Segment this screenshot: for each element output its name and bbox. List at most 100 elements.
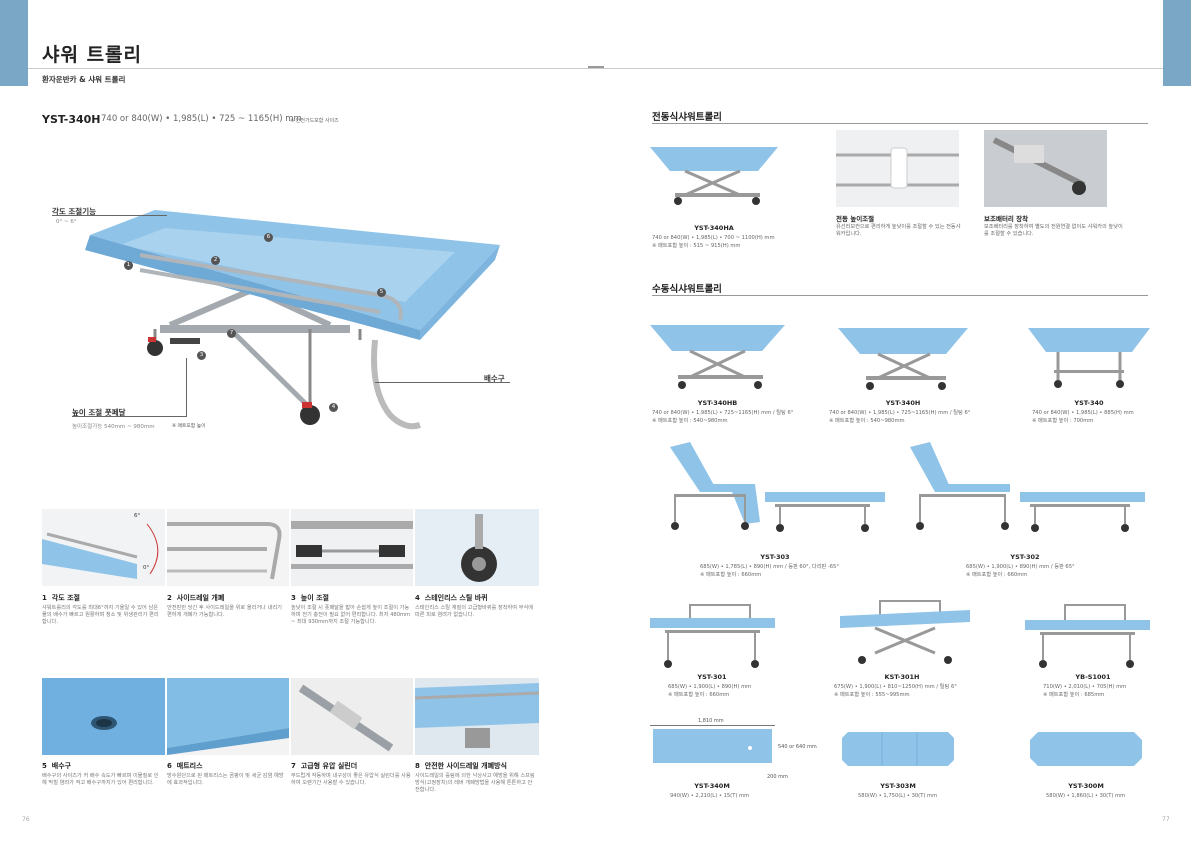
drain-label: 배수구 xyxy=(484,374,505,383)
yst-301-note: ※ 매트포함 높이 : 660mm xyxy=(668,692,730,698)
center-mark xyxy=(588,66,604,68)
yst-340h-model: YST-340H xyxy=(885,399,921,407)
feature-photo-cylinder xyxy=(291,678,413,755)
page-number-left: 76 xyxy=(22,816,30,823)
yst-340hb-note: ※ 매트포함 높이 : 540~980mm xyxy=(652,418,728,424)
yst-340m-dim-width: 540 or 640 mm xyxy=(778,744,817,750)
yst-302-spec: 685(W) • 1,900(L) • 890(H) mm / 등판 65° xyxy=(966,564,1075,570)
callout-4-bottom: 4 xyxy=(329,403,338,412)
callout-4-top: 1 xyxy=(124,261,133,270)
feature-1-desc: 샤워트롤리의 각도를 최대6°까지 기울일 수 있어 남은 물의 배수가 빠르고… xyxy=(42,605,159,626)
option-battery-title: 보조배터리 장착 xyxy=(984,215,1029,223)
feature-3-title: 3 높이 조절 xyxy=(291,594,329,602)
yst-340ha-note: ※ 매트포함 높이 : 515 ~ 915(H) mm xyxy=(652,243,741,249)
feature-7-desc: 부드럽게 작동하며 내구성이 좋은 유압식 실린더를 사용하여 오랜기간 사용할… xyxy=(291,773,411,787)
kst-301h-model: KST-301H xyxy=(884,673,920,681)
yst-301-image xyxy=(650,600,775,670)
main-model-spec-note: ※ 안전가드포함 사이즈 xyxy=(290,118,339,124)
yst-340ha-image xyxy=(650,135,778,210)
yst-340m-model: YST-340M xyxy=(694,782,730,790)
electric-heading-line xyxy=(652,123,1148,124)
feature-5-desc: 배수구의 사이즈가 커 배수 속도가 빠르며 이물질로 인해 막힐 염려가 적고… xyxy=(42,773,159,787)
drain-leader xyxy=(375,382,510,383)
yst-340m-dim-length: 1,810 mm xyxy=(698,718,724,724)
angle-leader xyxy=(52,215,167,216)
yst-340-image xyxy=(1028,320,1150,395)
yst-303m-spec: 580(W) • 1,750(L) • 30(T) mm xyxy=(858,793,938,799)
feature-6-desc: 방수원단으로 된 매트리스는 곰팡이 및 세균 감염 예방에 효과적입니다. xyxy=(167,773,284,787)
main-product-illustration xyxy=(60,190,500,440)
feature-photo-siderail xyxy=(167,509,289,586)
yst-340hb-image xyxy=(650,315,785,395)
angle-value: 0° ~ 6° xyxy=(56,219,77,225)
yst-340h-spec: 740 or 840(W) • 1,985(L) • 725~1165(H) m… xyxy=(829,410,971,416)
feature-photo-wheel xyxy=(415,509,539,586)
yst-340-spec: 740 or 840(W) • 1,985(L) • 885(H) mm xyxy=(1032,410,1134,416)
left-tab-marker xyxy=(0,0,28,86)
page-title: 샤워 트롤리 xyxy=(42,44,143,66)
feature-photo-drain xyxy=(42,678,165,755)
pedal-label: 높이 조절 풋페달 xyxy=(72,408,126,417)
yst-303m-image xyxy=(842,732,954,766)
dim-line-length xyxy=(650,725,775,726)
kst-301h-spec: 675(W) • 1,900(L) • 810~1250(H) mm / 틸팅 … xyxy=(834,684,957,690)
yst-303m-model: YST-303M xyxy=(880,782,916,790)
feature-photo-height xyxy=(291,509,413,586)
yst-340m-image xyxy=(650,726,775,766)
header-divider xyxy=(28,68,1163,69)
yst-340hb-model: YST-340HB xyxy=(697,399,738,407)
option-electric-title: 전동 높이조절 xyxy=(836,215,875,223)
yst-301-model: YST-301 xyxy=(697,673,727,681)
yst-302-image xyxy=(905,442,1145,534)
pedal-leader-vertical xyxy=(186,358,187,416)
yst-303-spec: 685(W) • 1,785(L) • 890(H) mm / 등판 60°, … xyxy=(700,564,839,570)
yb-s1001-spec: 710(W) • 2,010(L) • 705(H) mm xyxy=(1043,684,1127,690)
yst-340h-image xyxy=(838,320,968,395)
main-model-spec: 740 or 840(W) • 1,985(L) • 725 ~ 1165(H)… xyxy=(101,114,302,124)
main-model-name: YST-340H xyxy=(42,113,101,126)
feature-5-title: 5 배수구 xyxy=(42,762,72,770)
yst-340ha-model: YST-340HA xyxy=(694,224,734,232)
pedal-desc: 높이조절가능 540mm ~ 980mm xyxy=(72,424,155,430)
pedal-note: ※ 매트포함 높이 xyxy=(172,424,206,429)
yst-300m-model: YST-300M xyxy=(1068,782,1104,790)
feature-6-title: 6 매트리스 xyxy=(167,762,203,770)
feature-8-desc: 사이드레일의 흘림에 의한 낙상사고 예방을 위해 스프링방식(고정장치)의 레… xyxy=(415,773,535,794)
manual-heading-line xyxy=(652,295,1148,296)
battery-photo xyxy=(984,130,1107,207)
feature-4-desc: 스테인리스 스틸 재질의 고급형바퀴를 장착하여 부식에 따른 피로 염려가 없… xyxy=(415,605,534,619)
yb-s1001-model: YB-S1001 xyxy=(1075,673,1111,681)
yst-302-note: ※ 매트포함 높이 : 660mm xyxy=(966,572,1028,578)
yst-302-model: YST-302 xyxy=(1010,553,1040,561)
yst-300m-image xyxy=(1030,732,1142,766)
yst-300m-spec: 580(W) • 1,860(L) • 30(T) mm xyxy=(1046,793,1126,799)
option-battery-desc: 보조배터리를 장착하여 별도의 전원연결 없이도 샤워카의 높낮이를 조절할 수… xyxy=(984,224,1123,237)
feature-2-title: 2 사이드레일 개폐 xyxy=(167,594,225,602)
feature-1-title: 1 각도 조절 xyxy=(42,594,80,602)
yst-340-note: ※ 매트포함 높이 : 700mm xyxy=(1032,418,1094,424)
page-subtitle: 환자운반카 & 샤워 트롤리 xyxy=(42,75,126,84)
angle-deg-top: 6° xyxy=(134,513,141,519)
yst-340m-spec: 940(W) • 2,210(L) • 15(T) mm xyxy=(670,793,750,799)
feature-photo-siderail-lock xyxy=(415,678,539,755)
yst-301-spec: 685(W) • 1,900(L) • 890(H) mm xyxy=(668,684,752,690)
yst-303-model: YST-303 xyxy=(760,553,790,561)
electric-remote-photo xyxy=(836,130,959,207)
pedal-leader xyxy=(72,416,187,417)
yst-303-image xyxy=(660,442,885,534)
kst-301h-image xyxy=(840,598,970,668)
yst-340m-dim-end: 200 mm xyxy=(767,774,788,780)
manual-heading: 수동식샤워트롤리 xyxy=(652,284,722,295)
feature-photo-mattress xyxy=(167,678,289,755)
callout-6: 6 xyxy=(264,233,273,242)
callout-7: 7 xyxy=(227,329,236,338)
yst-340hb-spec: 740 or 840(W) • 1,985(L) • 725~1165(H) m… xyxy=(652,410,794,416)
right-tab-marker xyxy=(1163,0,1191,86)
callout-5: 5 xyxy=(377,288,386,297)
feature-photo-angle xyxy=(42,509,165,586)
angle-label: 각도 조절기능 xyxy=(52,207,97,216)
yb-s1001-image xyxy=(1025,600,1150,670)
feature-7-title: 7 고급형 유압 실린더 xyxy=(291,762,358,770)
angle-deg-bottom: 0° xyxy=(143,565,150,571)
callout-2: 2 xyxy=(211,256,220,265)
